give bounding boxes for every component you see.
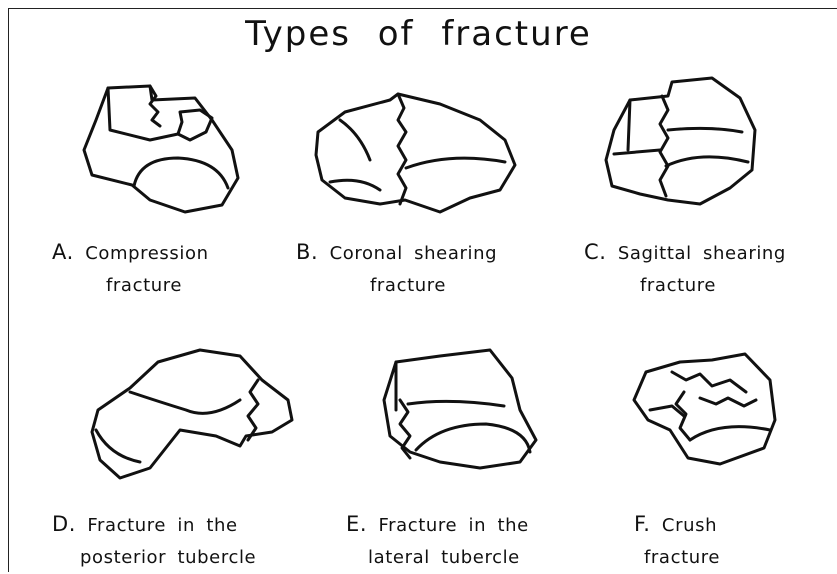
- caption-b: B. Coronal shearing fracture: [296, 236, 497, 302]
- caption-d-letter: D.: [52, 512, 76, 536]
- caption-e: E. Fracture in the lateral tubercle: [346, 508, 529, 574]
- caption-c-line1: Sagittal shearing: [618, 243, 786, 264]
- bone-drawing-a: [84, 86, 238, 212]
- bone-drawing-e: [384, 350, 536, 468]
- caption-d-line1: Fracture in the: [87, 515, 237, 536]
- caption-a: A. Compression fracture: [52, 236, 209, 302]
- caption-c-letter: C.: [584, 240, 607, 264]
- caption-c: C. Sagittal shearing fracture: [584, 236, 786, 302]
- bone-drawing-f: [634, 354, 775, 464]
- bone-drawing-b: [316, 94, 515, 212]
- bone-drawing-d: [92, 350, 292, 478]
- caption-a-line1: Compression: [85, 243, 208, 264]
- caption-a-line2: fracture: [52, 270, 209, 302]
- caption-d-line2: posterior tubercle: [52, 542, 256, 574]
- caption-b-line2: fracture: [296, 270, 497, 302]
- caption-e-line2: lateral tubercle: [346, 542, 529, 574]
- caption-e-letter: E.: [346, 512, 367, 536]
- caption-b-letter: B.: [296, 240, 318, 264]
- caption-b-line1: Coronal shearing: [330, 243, 498, 264]
- caption-a-letter: A.: [52, 240, 74, 264]
- caption-f-line1: Crush: [662, 515, 717, 536]
- bone-drawing-c: [606, 78, 755, 204]
- caption-f-line2: fracture: [634, 542, 720, 574]
- caption-d: D. Fracture in the posterior tubercle: [52, 508, 256, 574]
- caption-f: F. Crush fracture: [634, 508, 720, 574]
- caption-c-line2: fracture: [584, 270, 786, 302]
- caption-f-letter: F.: [634, 512, 651, 536]
- caption-e-line1: Fracture in the: [378, 515, 528, 536]
